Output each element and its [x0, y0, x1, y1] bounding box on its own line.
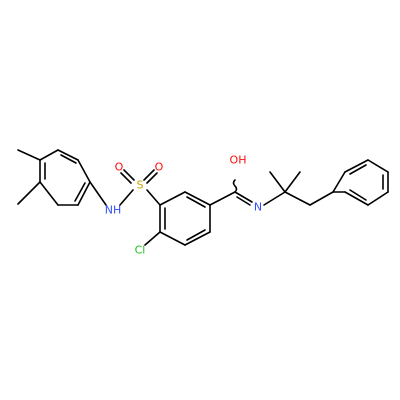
bond [77, 181, 91, 206]
bond [146, 189, 161, 206]
bond [344, 159, 369, 173]
wavy-bond [232, 179, 238, 193]
imine-nitrogen-label: N [254, 201, 262, 214]
nh-label: NH [105, 204, 122, 217]
bond [209, 191, 236, 206]
bond [120, 172, 132, 184]
bond [284, 171, 301, 193]
bond [269, 171, 286, 193]
bond [367, 159, 389, 173]
bond [57, 149, 79, 161]
bond [17, 149, 41, 161]
hydroxyl-label: OH [230, 154, 247, 167]
bond [184, 231, 211, 246]
bond [186, 196, 206, 208]
bond [39, 149, 59, 161]
bond [234, 191, 253, 203]
bond [77, 159, 91, 183]
bond [17, 181, 41, 205]
bond [186, 229, 206, 241]
bond [119, 189, 134, 206]
sulfur-label: S [137, 179, 144, 192]
bond [159, 191, 186, 206]
bond [349, 189, 367, 201]
bond [143, 169, 155, 181]
bond [349, 164, 367, 175]
bond [123, 169, 135, 181]
bond [367, 191, 389, 206]
bond [263, 191, 286, 206]
bond [332, 171, 346, 193]
bond [60, 154, 77, 164]
sulfonyl-oxygen-2-label: O [155, 161, 164, 174]
sulfonyl-oxygen-1-label: O [115, 161, 124, 174]
chlorine-label: Cl [135, 244, 146, 257]
bond [184, 191, 211, 206]
bond [309, 191, 334, 206]
bond [344, 191, 369, 206]
bonds [17, 149, 389, 246]
bond [236, 196, 251, 206]
bond [284, 191, 311, 206]
bond [144, 231, 161, 246]
bond [74, 182, 86, 202]
bond [39, 181, 59, 206]
bond [89, 181, 107, 206]
atom-labels: NH S O O Cl OH N [105, 154, 262, 257]
bond [159, 231, 186, 246]
bond [146, 172, 158, 184]
